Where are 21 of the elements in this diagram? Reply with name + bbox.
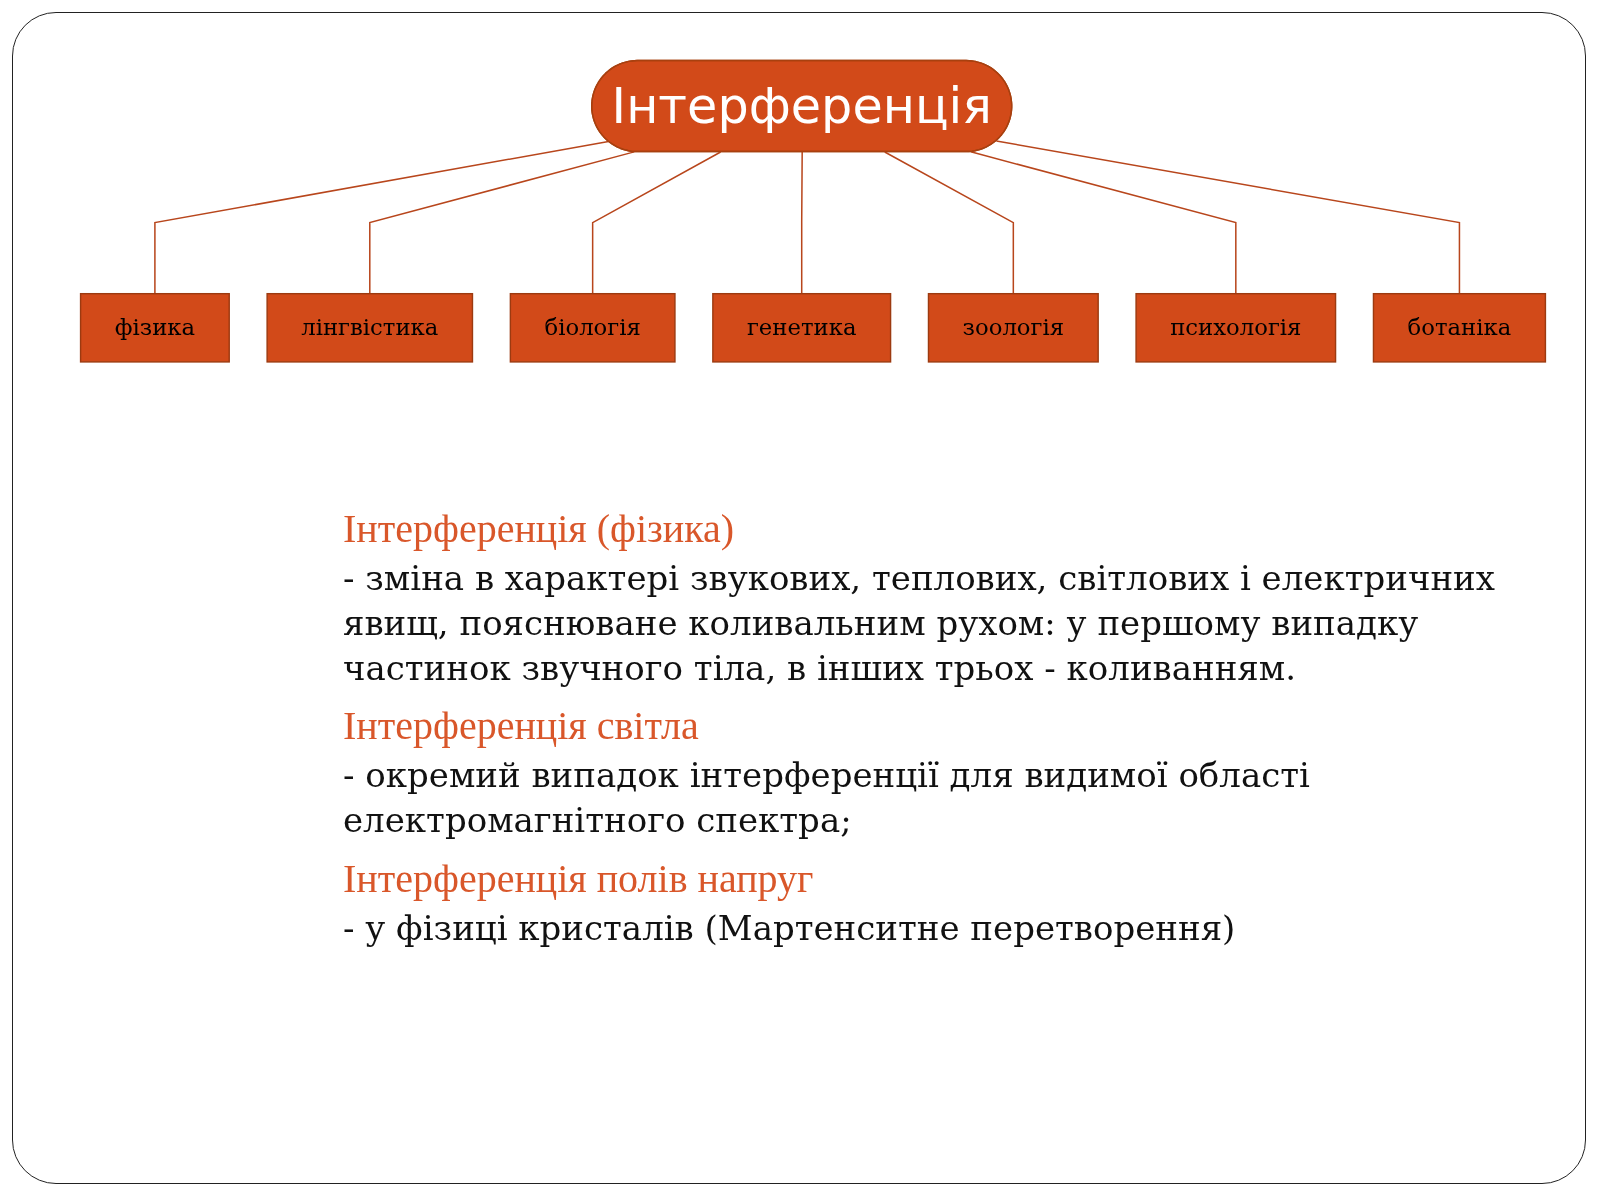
node-box [712, 293, 892, 363]
node-box [79, 293, 230, 363]
connector [369, 151, 635, 295]
connector [154, 140, 610, 295]
connector [800, 151, 803, 295]
node-box [1135, 293, 1337, 363]
highlighted-term: Інтерференція світла [343, 702, 700, 751]
highlighted-term: Інтерференція полів напруг [343, 854, 815, 903]
connector [591, 151, 722, 295]
node-box [1372, 293, 1547, 363]
definition-text: - у фізиці кристалів (Мартенситне перетворення) [343, 906, 1237, 950]
node-box [509, 293, 676, 363]
connector [884, 151, 1015, 295]
connector [995, 140, 1461, 295]
node-box [927, 293, 1099, 363]
node-box [266, 293, 474, 363]
definition-text: - окремий випадок інтерференції для видимої області електромагнітного спектра; [343, 754, 1311, 843]
definition-text: - зміна в характері звукових, теплових, світлових і електричних явищ, пояснюване коливальним рухом: у першому випадку частинок звучного тіла, в інших трьох - коливанням. [343, 556, 1496, 690]
slide-frame: Інтерференція фізика лінгвістика біологія генетика зоологія психологія ботаніка Інтерференція (фізика) - зміна в характері звукових, теплових, світлових і електричних явищ, пояснюване коливальним рухом: у першому випадку частинок звучного тіла, в інших трьох - коливанням. Інтерференція світла - окремий випадок інтерференції для видимої області електромагнітного спектра; Інтерференція полів напруг - у фізиці кристалів (Мартенситне перетворення) [12, 12, 1586, 1184]
highlighted-term: Інтерференція (фізика) [343, 505, 736, 553]
connector [970, 151, 1237, 295]
